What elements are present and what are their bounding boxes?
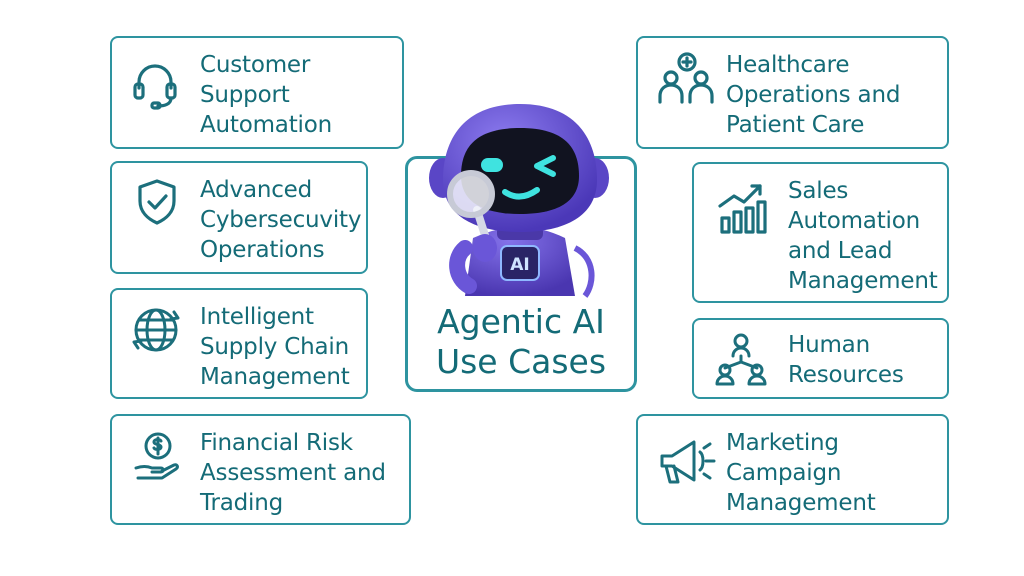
label-line: Customer [200, 52, 311, 78]
people-medical-icon [658, 52, 714, 104]
label-line: Healthcare [726, 52, 850, 78]
label-line: and Lead [788, 238, 893, 264]
label-line: Marketing [726, 430, 839, 456]
label-line: Resources [788, 362, 904, 388]
card-label: Human Resources [788, 330, 904, 390]
label-line: Sales [788, 178, 849, 204]
center-title-line: Agentic AI [437, 302, 605, 341]
megaphone-icon [660, 440, 716, 484]
card-label: Intelligent Supply Chain Management [200, 302, 350, 392]
label-line: Patient Care [726, 112, 865, 138]
label-line: Human [788, 332, 870, 358]
label-line: Financial Risk [200, 430, 353, 456]
label-line: Assessment and [200, 460, 386, 486]
label-line: Management [788, 268, 938, 294]
team-hierarchy-icon [715, 333, 767, 386]
hand-dollar-icon [134, 432, 179, 480]
center-title: Agentic AI Use Cases [408, 302, 634, 382]
card-customer-support: Customer Support Automation [110, 36, 404, 149]
label-line: Operations [200, 237, 325, 263]
card-label: Sales Automation and Lead Management [788, 176, 938, 296]
label-line: Intelligent [200, 304, 314, 330]
card-label: Advanced Cybersecuvity Operations [200, 175, 361, 265]
shield-check-icon [138, 179, 176, 225]
label-line: Cybersecuvity [200, 207, 362, 233]
card-sales: Sales Automation and Lead Management [692, 162, 949, 303]
card-healthcare: Healthcare Operations and Patient Care [636, 36, 949, 149]
label-line: Management [200, 364, 350, 390]
globe-arrows-icon [132, 308, 180, 352]
card-marketing: Marketing Campaign Management [636, 414, 949, 525]
label-line: Management [726, 490, 876, 516]
robot-mascot-icon: AI [429, 104, 609, 298]
label-line: Advanced [200, 177, 313, 203]
label-line: Supply Chain [200, 334, 349, 360]
card-supply-chain: Intelligent Supply Chain Management [110, 288, 368, 399]
label-line: Support [200, 82, 290, 108]
card-label: Healthcare Operations and Patient Care [726, 50, 900, 140]
card-label: Marketing Campaign Management [726, 428, 876, 518]
bar-chart-growth-icon [718, 184, 767, 234]
card-cybersecurity: Advanced Cybersecuvity Operations [110, 161, 368, 274]
label-line: Trading [200, 490, 283, 516]
headset-icon [133, 64, 177, 110]
label-line: Campaign [726, 460, 842, 486]
card-human-resources: Human Resources [692, 318, 949, 399]
card-label: Customer Support Automation [200, 50, 332, 140]
card-label: Financial Risk Assessment and Trading [200, 428, 386, 518]
label-line: Automation [788, 208, 920, 234]
label-line: Operations and [726, 82, 901, 108]
robot-badge-text: AI [510, 255, 529, 275]
label-line: Automation [200, 112, 332, 138]
center-title-line: Use Cases [435, 342, 607, 381]
card-financial-risk: Financial Risk Assessment and Trading [110, 414, 411, 525]
